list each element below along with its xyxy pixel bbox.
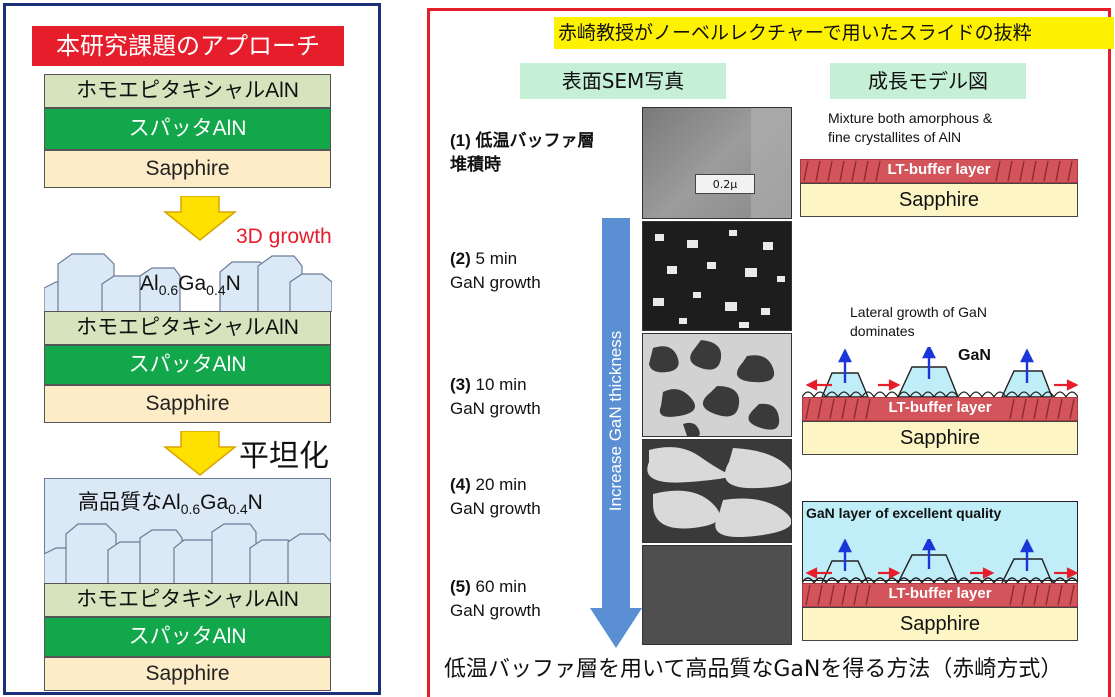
stage-2-line1: 5 min (475, 249, 518, 268)
sem-column-header: 表面SEM写真 (520, 63, 726, 99)
homoepitaxial-aln-layer-3: ホモエピタキシャルAlN (44, 583, 331, 617)
sapphire-block-3: Sapphire (802, 607, 1078, 641)
akasaki-slide-panel: 赤崎教授がノーベルレクチャーで用いたスライドの抜粋 表面SEM写真 成長モデル図… (427, 8, 1114, 697)
algan-ga-fraction: 0.4 (206, 282, 226, 299)
3d-islands-illustration (44, 253, 332, 312)
algan-n: N (225, 272, 241, 295)
homoepitaxial-aln-layer: ホモエピタキシャルAlN (44, 74, 331, 108)
homoepitaxial-aln-layer-2: ホモエピタキシャルAlN (44, 311, 331, 345)
sem-image-stage-5 (642, 545, 792, 645)
sputtered-aln-layer-2: スパッタAlN (44, 345, 331, 385)
model-2-note: Lateral growth of GaN dominates (850, 303, 987, 341)
stage-3-number: (3) (450, 375, 471, 394)
algan-3d-label: Al0.6Ga0.4N (140, 272, 241, 298)
sapphire-block-2: Sapphire (802, 421, 1078, 455)
gan-islands-illustration (802, 347, 1078, 397)
stage-4-number: (4) (450, 475, 471, 494)
hq-al-fraction: 0.6 (180, 501, 201, 518)
down-arrow-icon-2 (163, 431, 237, 476)
excellent-gan-layer (802, 501, 1078, 581)
model-2-note-line2: dominates (850, 323, 915, 339)
stage-3-line1: 10 min (475, 375, 527, 394)
lt-buffer-label-3: LT-buffer layer (888, 585, 992, 602)
stage-3-line2: GaN growth (450, 399, 541, 418)
approach-title: 本研究課題のアプローチ (32, 26, 344, 66)
flattening-label: 平坦化 (239, 440, 329, 473)
sem-texture (751, 108, 791, 218)
hq-algan-label: 高品質なAl0.6Ga0.4N (78, 486, 263, 517)
slide-excerpt-banner: 赤崎教授がノーベルレクチャーで用いたスライドの抜粋 (554, 17, 1114, 49)
stage-1-label: (1) 低温バッファ層 堆積時 (450, 129, 595, 177)
hq-prefix: 高品質なAl (78, 491, 181, 514)
sem-islands-coalescing (649, 340, 780, 436)
hq-ga: Ga (200, 491, 229, 514)
method-caption: 低温バッファ層を用いて高品質なGaNを得る方法（赤崎方式） (444, 657, 1063, 682)
lt-buffer-label-1: LT-buffer layer (887, 161, 991, 178)
algan-al: Al (140, 272, 159, 295)
stage-2-label: (2) 5 min GaN growth (450, 247, 541, 295)
thickness-down-arrow-icon (590, 218, 642, 648)
down-arrow-icon (163, 196, 237, 241)
lt-buffer-layer-3 (802, 583, 1078, 607)
excellent-gan-label: GaN layer of excellent quality (806, 505, 1002, 521)
buried-grains-illustration (44, 523, 331, 584)
model-column-header: 成長モデル図 (830, 63, 1026, 99)
stage-1-line1: 低温バッファ層 (475, 131, 595, 150)
model-1-note: Mixture both amorphous & fine crystallit… (828, 109, 992, 147)
sem-islands-sparse (653, 230, 785, 328)
sem-image-stage-4 (642, 439, 792, 543)
gan-label: GaN (958, 347, 991, 364)
model-1-note-line1: Mixture both amorphous & (828, 110, 993, 126)
approach-panel: 本研究課題のアプローチ ホモエピタキシャルAlN スパッタAlN Sapphir… (3, 3, 381, 695)
sem-image-stage-2 (642, 221, 792, 331)
stage-1-line2: 堆積時 (450, 155, 501, 174)
scale-bar: 0.2μ (695, 174, 755, 194)
lt-buffer-layer-1 (800, 159, 1078, 183)
stage-2-number: (2) (450, 249, 471, 268)
sem-image-stage-1: 0.2μ (642, 107, 792, 219)
stage-4-label: (4) 20 min GaN growth (450, 473, 541, 521)
sapphire-substrate-3: Sapphire (44, 657, 331, 691)
stage-4-line2: GaN growth (450, 499, 541, 518)
algan-al-fraction: 0.6 (158, 282, 179, 299)
sputtered-aln-layer-3: スパッタAlN (44, 617, 331, 657)
sem-image-stage-3 (642, 333, 792, 437)
stage-4-line1: 20 min (475, 475, 527, 494)
thickness-arrow-label: Increase GaN thickness (606, 330, 625, 512)
sapphire-block-1: Sapphire (800, 183, 1078, 217)
sapphire-substrate: Sapphire (44, 150, 331, 188)
stage-5-label: (5) 60 min GaN growth (450, 575, 541, 623)
hq-n: N (247, 491, 263, 514)
algan-ga: Ga (178, 272, 207, 295)
stage-5-line2: GaN growth (450, 601, 541, 620)
stage-5-line1: 60 min (475, 577, 527, 596)
sputtered-aln-layer: スパッタAlN (44, 108, 331, 150)
3d-growth-label: 3D growth (236, 225, 332, 248)
hq-ga-fraction: 0.4 (228, 501, 248, 518)
sem-network-pattern (647, 447, 791, 537)
stage-5-number: (5) (450, 577, 471, 596)
stage-3-label: (3) 10 min GaN growth (450, 373, 541, 421)
lt-buffer-label-2: LT-buffer layer (888, 399, 992, 416)
stage-1-number: (1) (450, 131, 471, 150)
coalesced-gan-illustration (802, 539, 1078, 583)
stage-2-line2: GaN growth (450, 273, 541, 292)
model-1-note-line2: fine crystallites of AlN (828, 129, 962, 145)
sapphire-substrate-2: Sapphire (44, 385, 331, 423)
lt-buffer-layer-2 (802, 397, 1078, 421)
model-2-note-line1: Lateral growth of GaN (850, 304, 987, 320)
